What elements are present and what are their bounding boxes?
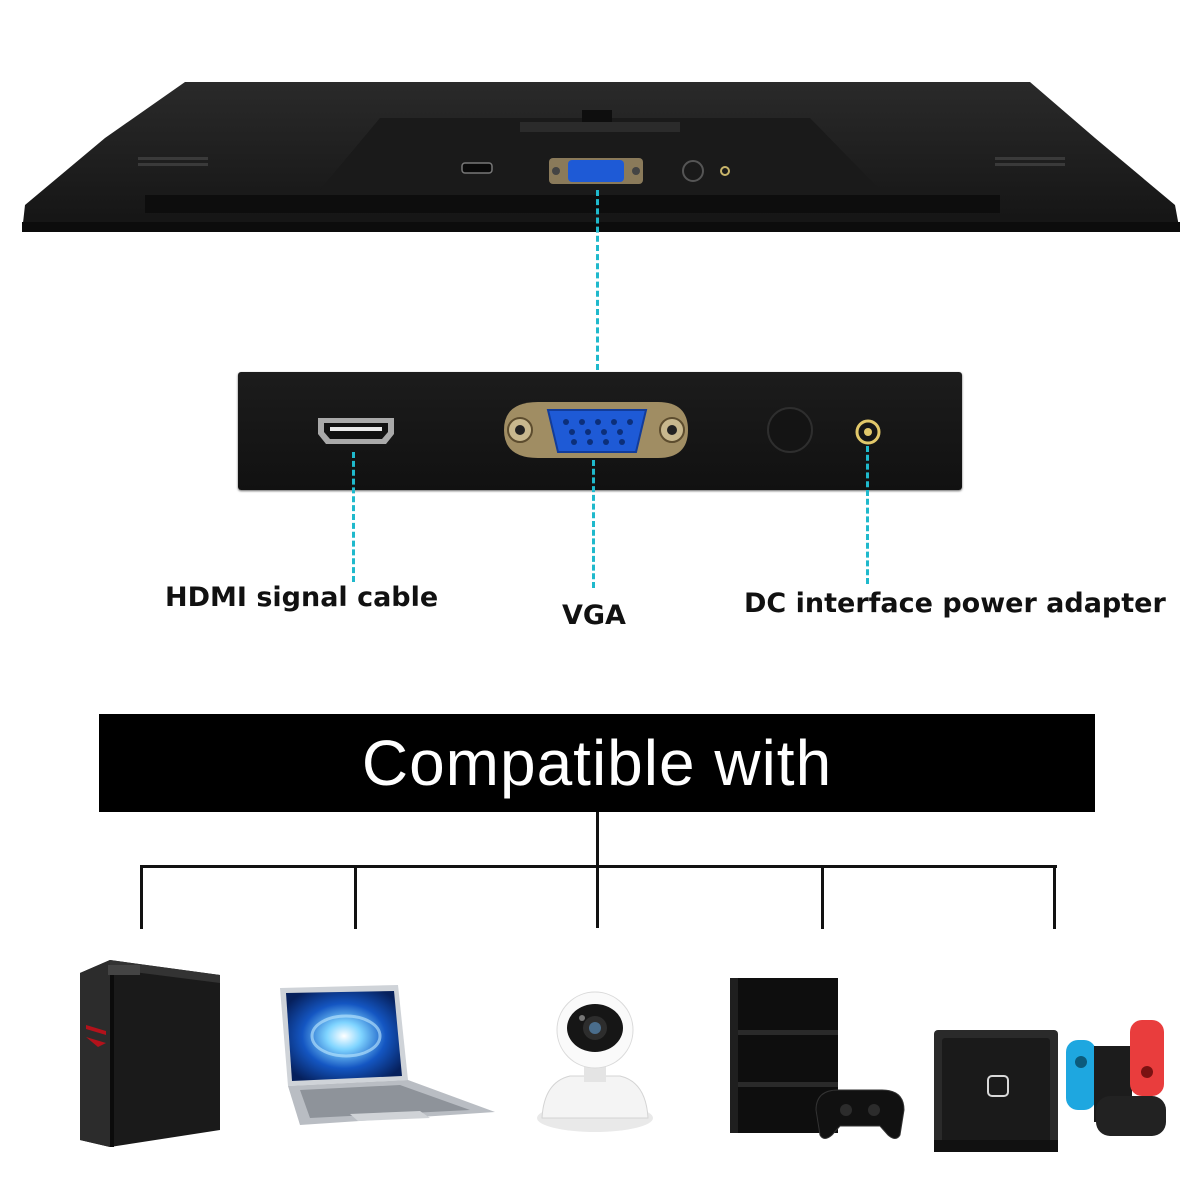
tree-branch-5 (1053, 865, 1056, 929)
port-panel-ports (318, 402, 881, 458)
tree-branch-1 (140, 865, 143, 929)
vga-label: VGA (562, 600, 626, 631)
security-camera-icon (537, 991, 653, 1132)
monitor-bottom-view (22, 82, 1180, 232)
compatible-heading: Compatible with (361, 727, 833, 799)
desktop-pc-icon (80, 960, 220, 1147)
compatible-banner: Compatible with (99, 714, 1095, 812)
connector-line-dc (866, 446, 869, 584)
laptop-icon (280, 985, 495, 1125)
tree-trunk (596, 812, 599, 928)
connector-line-vga (592, 460, 595, 588)
power-button-icon (767, 407, 813, 453)
tree-branch-2 (354, 865, 357, 929)
tree-horizontal (140, 865, 1057, 868)
connector-line-vga-top (596, 190, 599, 370)
connector-line-hdmi (352, 452, 355, 582)
dc-label: DC interface power adapter (744, 588, 1166, 619)
hdmi-port-icon (318, 418, 394, 444)
dc-jack-icon (855, 419, 881, 445)
hdmi-label: HDMI signal cable (165, 582, 439, 613)
game-console-icon (730, 978, 905, 1139)
tree-branch-4 (821, 865, 824, 929)
handheld-console-icon (934, 1020, 1166, 1152)
vga-port-icon (504, 402, 688, 458)
